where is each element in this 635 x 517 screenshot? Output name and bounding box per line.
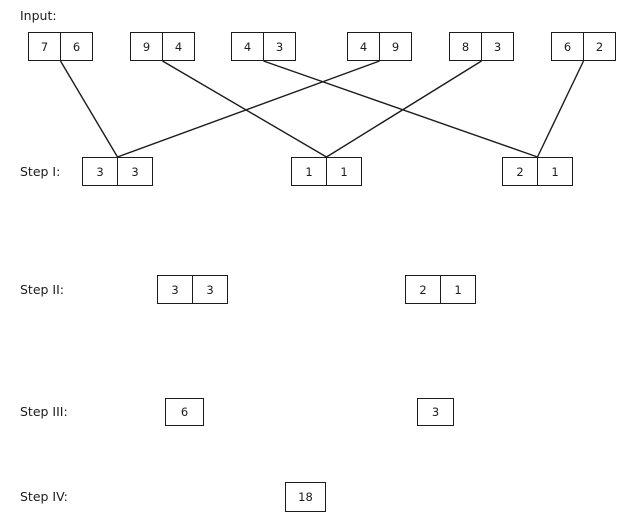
input-box-5-cell-1: 8 xyxy=(450,33,482,60)
input-box-3-cell-1: 4 xyxy=(232,33,264,60)
step1-box-3: 2 1 xyxy=(502,157,573,186)
input-box-4: 4 9 xyxy=(347,32,412,61)
input-box-4-cell-1: 4 xyxy=(348,33,380,60)
step2-box-2: 2 1 xyxy=(405,275,476,304)
step1-box-3-cell-2: 1 xyxy=(551,164,559,179)
step3-label: Step III: xyxy=(20,404,68,419)
step1-box-1: 3 3 xyxy=(82,157,153,186)
step4-label: Step IV: xyxy=(20,489,68,504)
step1-box-3-cell-1: 2 xyxy=(503,158,538,185)
input-box-2: 9 4 xyxy=(130,32,195,61)
step2-box-1-cell-2: 3 xyxy=(206,282,214,297)
step2-box-2-cell-1: 2 xyxy=(406,276,441,303)
input-box-1-cell-1: 7 xyxy=(29,33,61,60)
step1-box-2: 1 1 xyxy=(291,157,362,186)
input-box-6: 6 2 xyxy=(551,32,616,61)
input-box-6-cell-2: 2 xyxy=(595,39,604,54)
step2-label: Step II: xyxy=(20,282,65,297)
input-box-4-cell-2: 9 xyxy=(391,39,400,54)
step2-box-1-cell-1: 3 xyxy=(158,276,193,303)
input-box-2-cell-2: 4 xyxy=(174,39,183,54)
step1-box-1-cell-1: 3 xyxy=(83,158,118,185)
step2-box-1: 3 3 xyxy=(157,275,228,304)
input-box-6-cell-1: 6 xyxy=(552,33,584,60)
input-label: Input: xyxy=(20,8,57,23)
input-box-3-cell-2: 3 xyxy=(275,39,284,54)
input-box-5-cell-2: 3 xyxy=(493,39,502,54)
step1-box-1-cell-2: 3 xyxy=(131,164,139,179)
input-box-5: 8 3 xyxy=(449,32,514,61)
input-box-2-cell-1: 9 xyxy=(131,33,163,60)
step1-box-2-cell-1: 1 xyxy=(292,158,327,185)
step1-box-2-cell-2: 1 xyxy=(340,164,348,179)
input-box-1: 7 6 xyxy=(28,32,93,61)
input-box-3: 4 3 xyxy=(231,32,296,61)
input-box-1-cell-2: 6 xyxy=(72,39,81,54)
step3-box-2: 3 xyxy=(417,398,454,426)
step2-box-2-cell-2: 1 xyxy=(454,282,462,297)
step1-label: Step I: xyxy=(20,164,61,179)
step3-box-1: 6 xyxy=(165,398,204,426)
step4-box-1: 18 xyxy=(285,482,326,512)
